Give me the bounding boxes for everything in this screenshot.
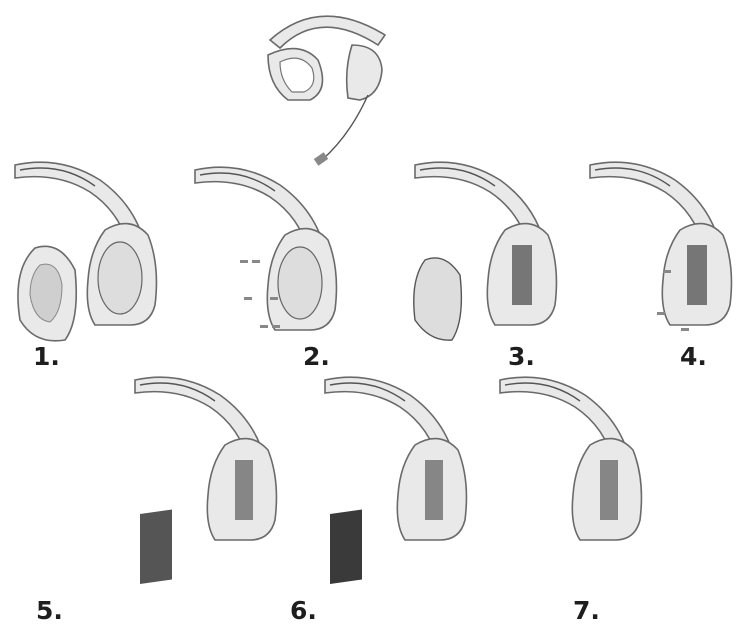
headset-illustration [267,15,387,166]
step-2-illustration [194,166,338,331]
step-7-label: 7. [573,596,600,625]
step-1-illustration [14,161,158,342]
step-1-label: 1. [33,342,60,371]
step-4-label: 4. [680,342,707,371]
step-7-illustration [499,376,643,541]
step-5-label: 5. [36,596,63,625]
step-4-illustration [589,161,733,331]
step-6-illustration [324,376,468,585]
step-6-label: 6. [290,596,317,625]
step-2-label: 2. [303,342,330,371]
step-3-illustration [413,161,558,341]
step-5-illustration [134,376,278,585]
step-3-label: 3. [508,342,535,371]
